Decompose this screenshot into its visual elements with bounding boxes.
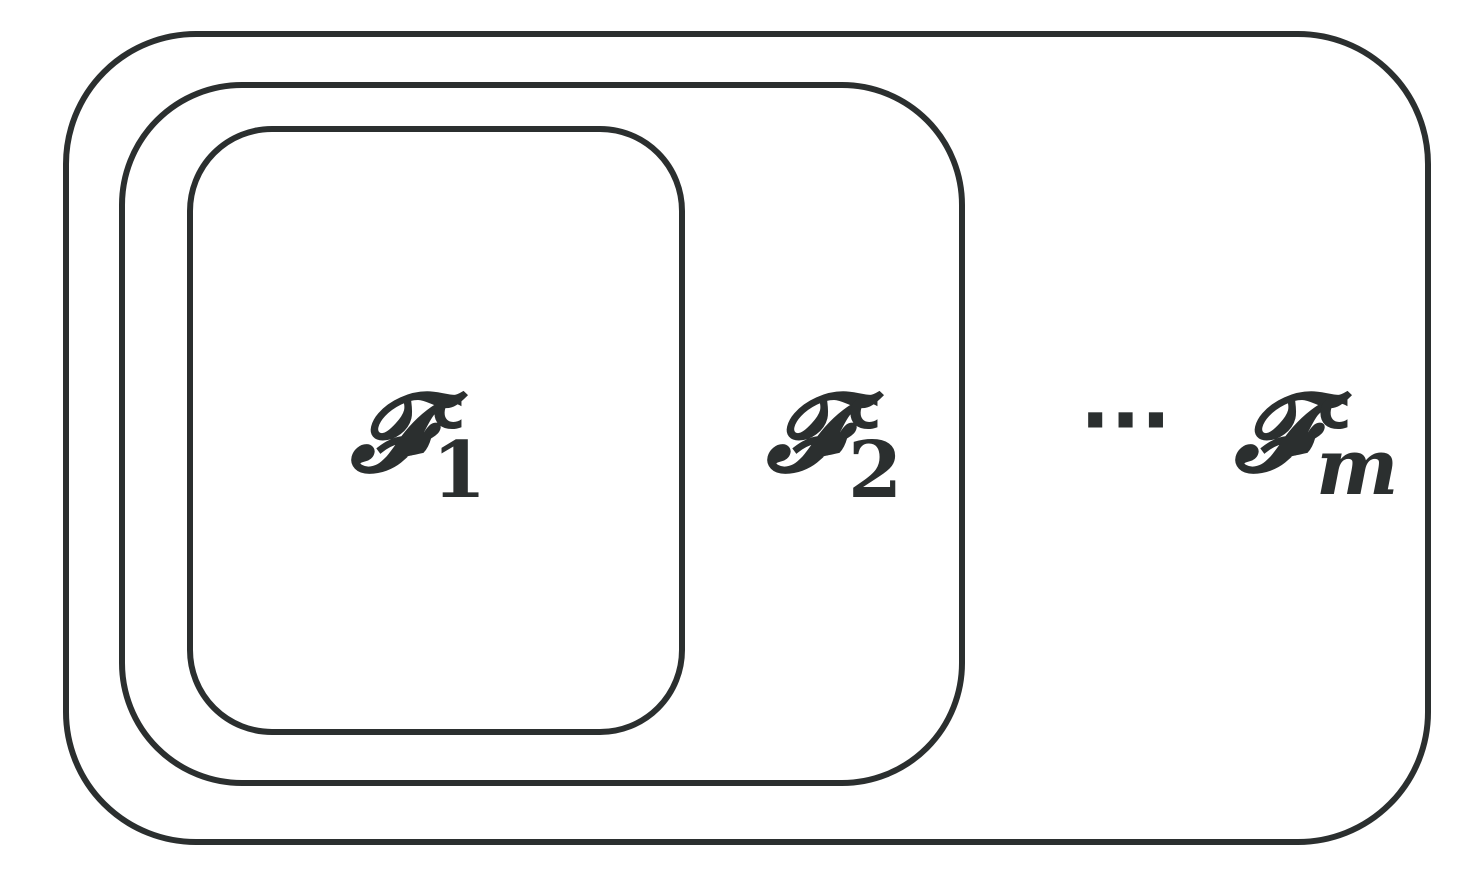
label-1-subscript: 1 xyxy=(432,425,486,516)
outer-set-box xyxy=(63,31,1431,845)
set-label-m: 𝓕 c m xyxy=(1233,370,1399,513)
label-2-superscript: c xyxy=(848,377,881,442)
label-m-superscript: c xyxy=(1318,377,1351,442)
middle-set-box xyxy=(119,82,965,786)
set-label-2: 𝓕 c 2 xyxy=(765,370,902,516)
label-2-subscript: 2 xyxy=(848,425,902,516)
inner-set-box xyxy=(187,126,685,735)
label-m-subscript: m xyxy=(1316,422,1399,513)
label-1-superscript: c xyxy=(432,377,465,442)
set-label-1: 𝓕 c 1 xyxy=(349,370,486,516)
ellipsis: ··· xyxy=(1080,374,1171,467)
